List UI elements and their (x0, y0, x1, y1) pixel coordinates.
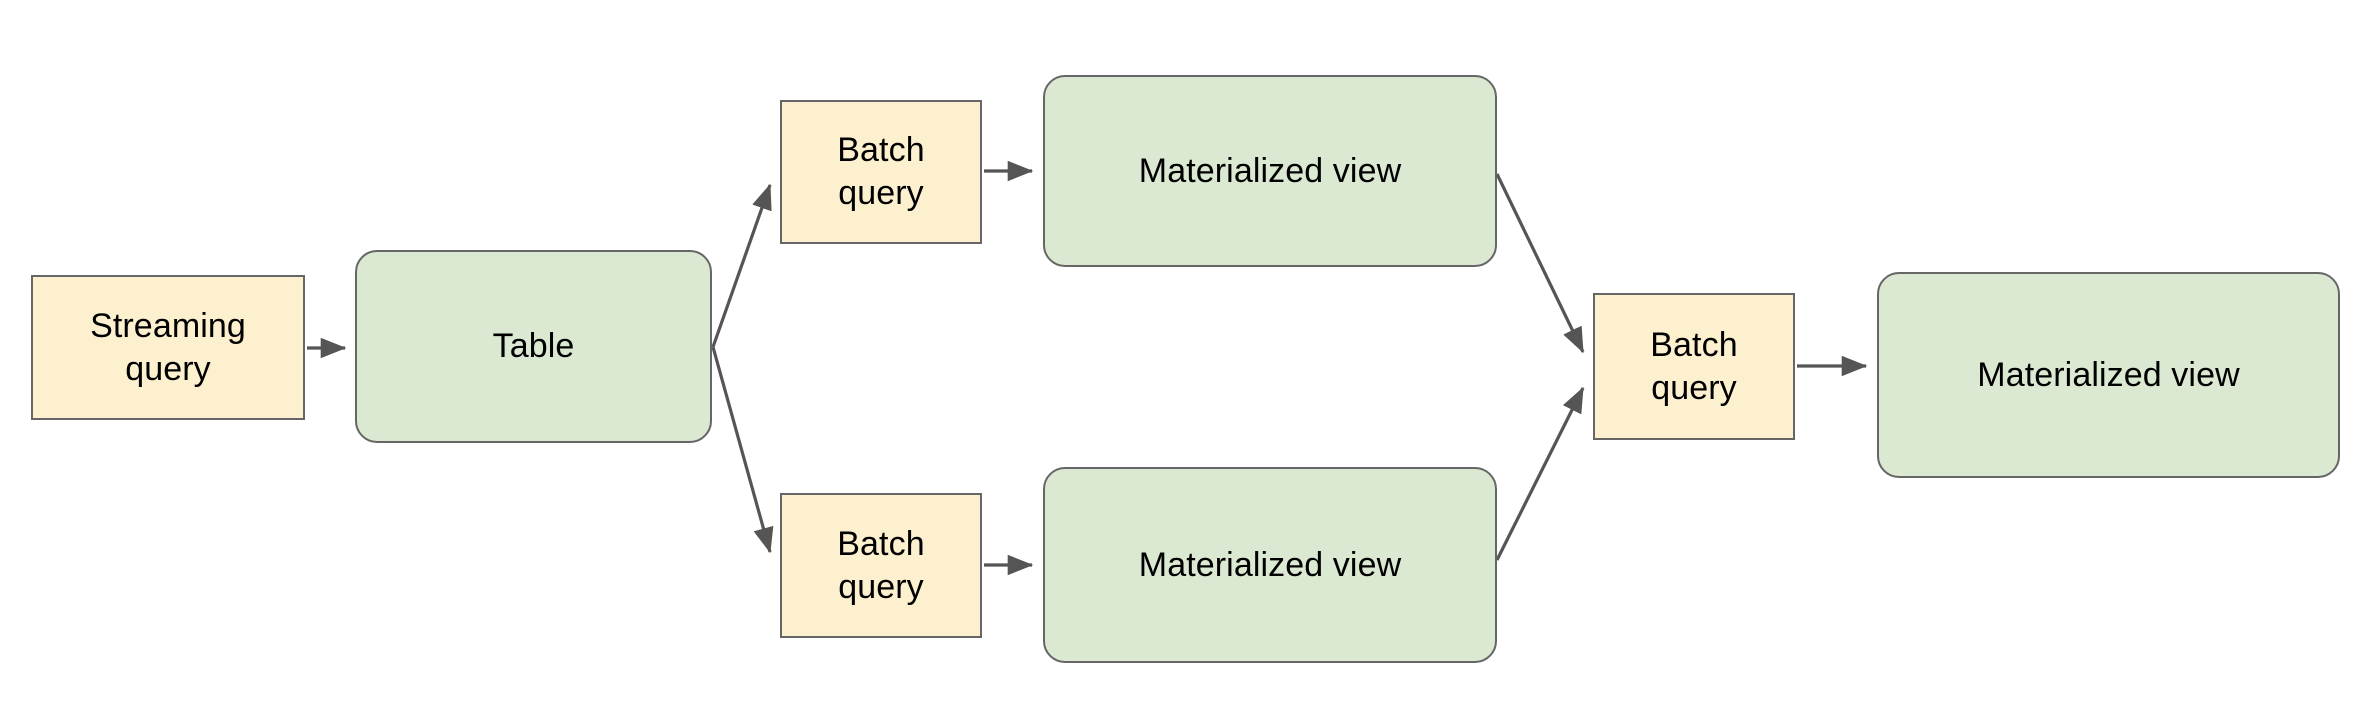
node-streaming-query[interactable]: Streaming query (31, 275, 305, 420)
node-batch-query-right[interactable]: Batch query (1593, 293, 1795, 440)
node-materialized-view-top[interactable]: Materialized view (1043, 75, 1497, 267)
node-table[interactable]: Table (355, 250, 712, 443)
node-label-batch-query-bottom: Batch query (837, 524, 925, 606)
node-materialized-view-final[interactable]: Materialized view (1877, 272, 2340, 478)
node-batch-query-bottom[interactable]: Batch query (780, 493, 982, 638)
edge-table-to-batch-query-bottom (711, 346, 774, 554)
node-label-materialized-view-final: Materialized view (1977, 355, 2240, 394)
node-label-streaming-query: Streaming query (90, 306, 246, 388)
node-batch-query-top[interactable]: Batch query (780, 100, 982, 244)
edge-materialized-view-bottom-to-batch-query-right (1495, 386, 1585, 561)
edge-materialized-view-top-to-batch-query-right (1495, 173, 1585, 354)
node-label-materialized-view-top: Materialized view (1138, 151, 1402, 190)
node-label-batch-query-right: Batch query (1650, 325, 1738, 407)
node-label-materialized-view-bottom: Materialized view (1138, 545, 1402, 584)
edge-table-to-batch-query-top (711, 183, 772, 348)
node-label-table: Table (492, 327, 575, 366)
node-label-batch-query-top: Batch query (837, 131, 925, 212)
node-materialized-view-bottom[interactable]: Materialized view (1043, 467, 1497, 663)
